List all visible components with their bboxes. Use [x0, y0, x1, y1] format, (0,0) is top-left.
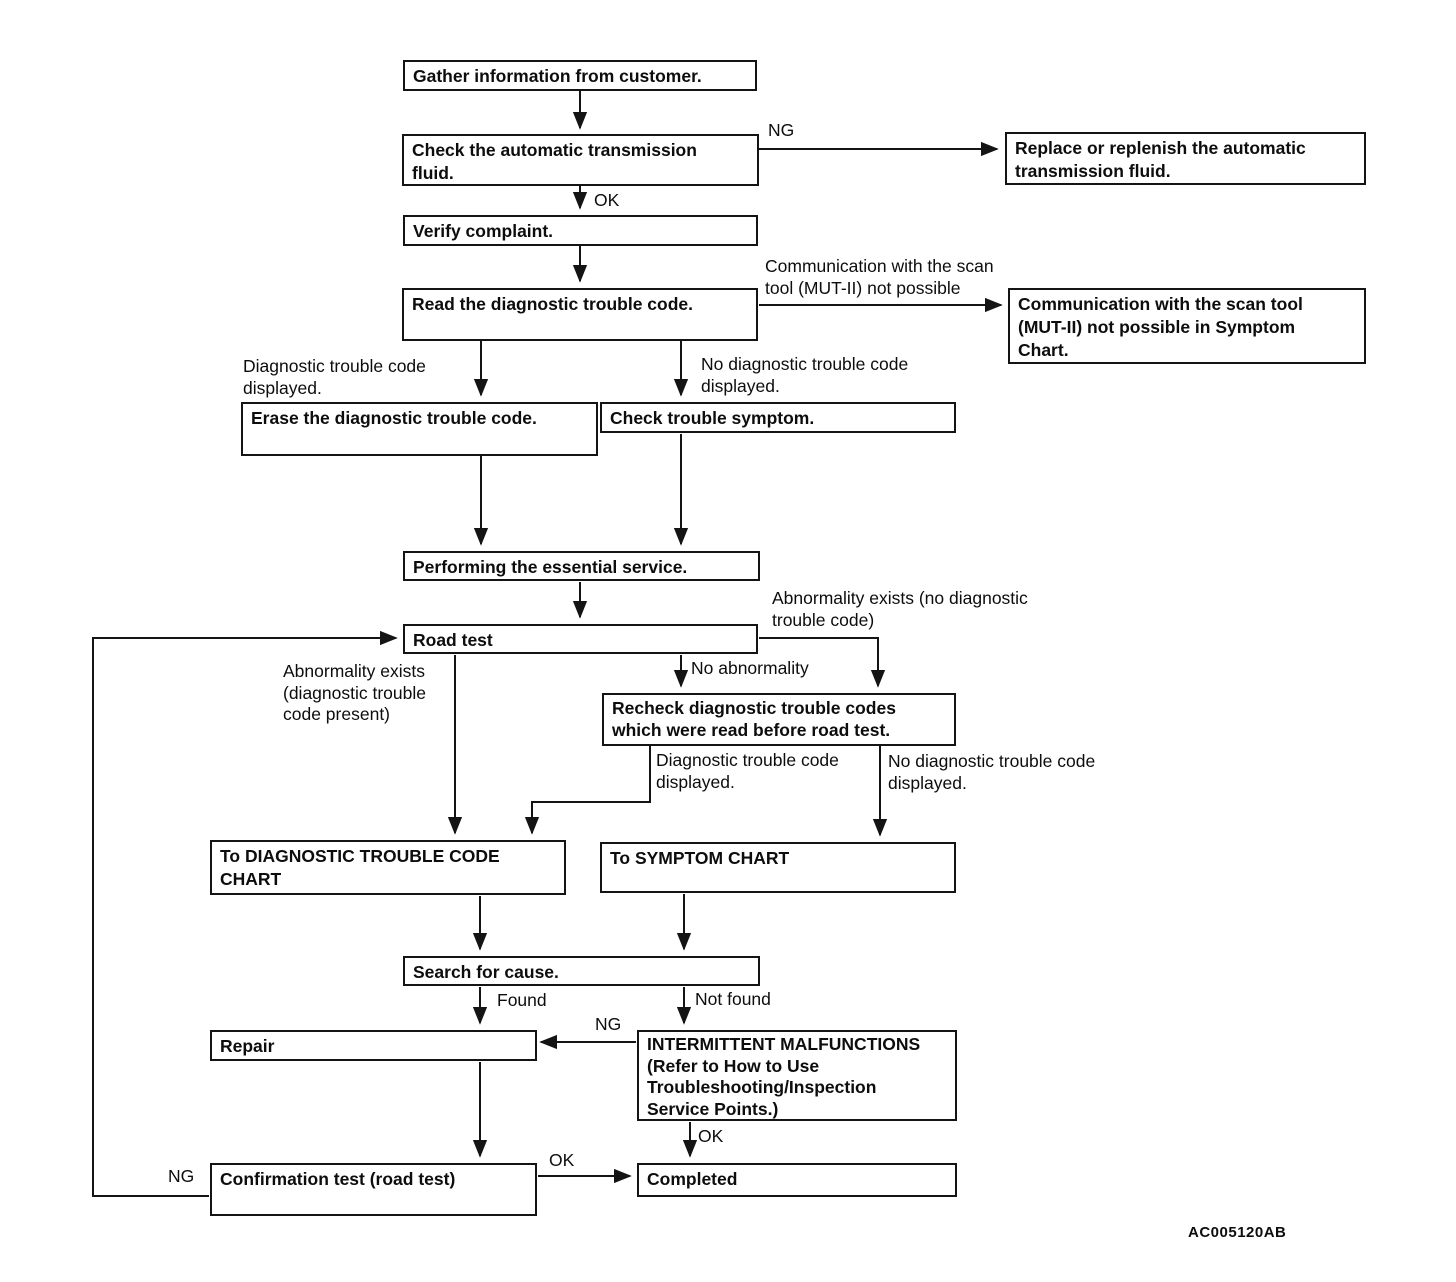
node-recheck-dtc: Recheck diagnostic trouble codes which w…	[602, 693, 956, 746]
node-to-symptom-chart: To SYMPTOM CHART	[600, 842, 956, 893]
edge-label-no-abnormality: No abnormality	[691, 658, 809, 678]
edge-label-ok-confirmation: OK	[549, 1150, 575, 1170]
node-road-test: Road test	[403, 624, 758, 654]
edge-label-dtc-displayed-2: Diagnostic trouble code displayed.	[656, 750, 839, 792]
edge-label-no-dtc-displayed-2: No diagnostic trouble code displayed.	[888, 751, 1096, 793]
edge-label-ok-fluid: OK	[594, 190, 620, 210]
edge-label-ok-intermittent: OK	[698, 1126, 724, 1146]
arrow-roadtest-abnodtc-recheck	[759, 637, 886, 688]
node-repair: Repair	[210, 1030, 537, 1061]
node-erase-dtc: Erase the diagnostic trouble code.	[241, 402, 598, 456]
arrow-recheck-to-dtcchart	[524, 746, 651, 835]
node-to-dtc-chart: To DIAGNOSTIC TROUBLE CODE CHART	[210, 840, 566, 895]
edge-label-ng-confirmation: NG	[168, 1166, 195, 1186]
node-gather-information: Gather information from customer.	[403, 60, 757, 91]
edge-label-ng-intermittent: NG	[595, 1014, 622, 1034]
edge-label-abnormality-no-dtc: Abnormality exists (no diagnostic troubl…	[772, 588, 1028, 630]
edge-label-dtc-displayed-1: Diagnostic trouble code displayed.	[243, 356, 426, 398]
node-communication-symptom-chart: Communication with the scan tool (MUT-II…	[1008, 288, 1366, 364]
edge-label-abnormality-dtc: Abnormality exists (diagnostic trouble c…	[283, 661, 426, 725]
node-essential-service: Performing the essential service.	[403, 551, 760, 581]
arrow-confirmation-ng-roadtest	[92, 630, 398, 1197]
node-verify-complaint: Verify complaint.	[403, 215, 758, 246]
node-intermittent-malfunctions: INTERMITTENT MALFUNCTIONS (Refer to How …	[637, 1030, 957, 1121]
node-check-fluid: Check the automatic transmission fluid.	[402, 134, 759, 186]
node-check-trouble-symptom: Check trouble symptom.	[600, 402, 956, 433]
edge-label-comm-not-possible: Communication with the scan tool (MUT-II…	[765, 256, 994, 298]
figure-code: AC005120AB	[1188, 1224, 1287, 1241]
edge-label-found: Found	[497, 990, 547, 1010]
edge-label-no-dtc-displayed-1: No diagnostic trouble code displayed.	[701, 354, 909, 396]
node-replace-fluid: Replace or replenish the automatic trans…	[1005, 132, 1366, 185]
node-search-for-cause: Search for cause.	[403, 956, 760, 986]
node-completed: Completed	[637, 1163, 957, 1197]
edge-label-ng-fluid: NG	[768, 120, 795, 140]
edge-label-not-found: Not found	[695, 989, 771, 1009]
node-read-dtc: Read the diagnostic trouble code.	[402, 288, 758, 341]
node-confirmation-test: Confirmation test (road test)	[210, 1163, 537, 1216]
